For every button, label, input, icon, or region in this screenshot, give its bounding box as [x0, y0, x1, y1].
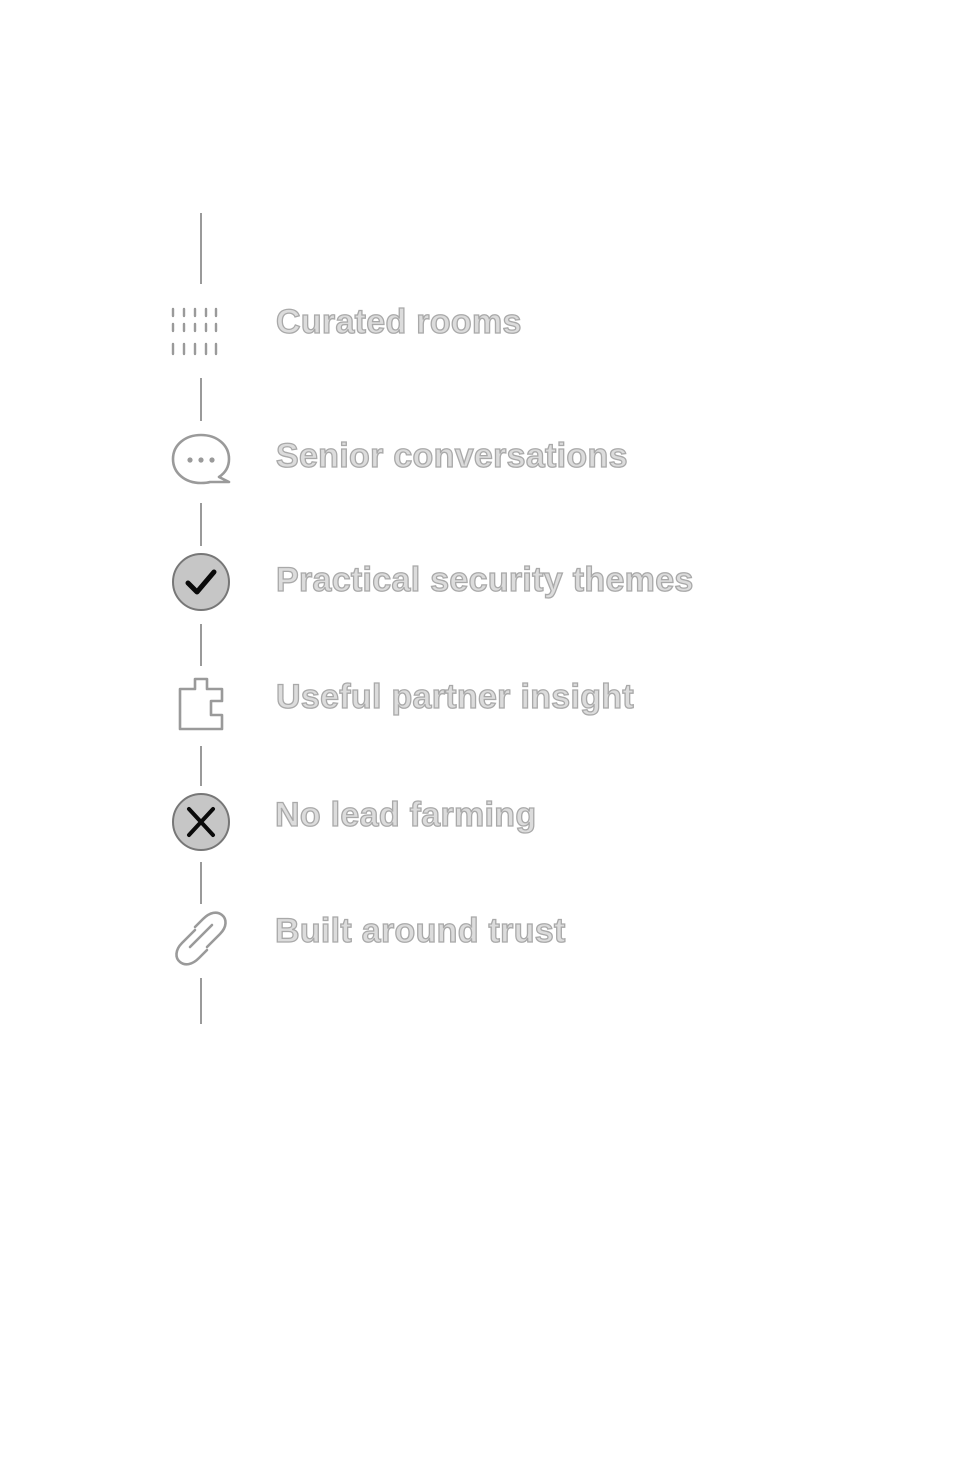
link-icon: [175, 911, 227, 966]
chat-bubble-icon: [171, 433, 231, 485]
feature-label-built-around-trust: Built around trust: [274, 912, 566, 950]
grid-dots-icon: [171, 307, 218, 356]
feature-label-practical-security-themes: Practical security themes: [275, 561, 694, 599]
puzzle-piece-icon: [178, 677, 224, 731]
feature-label-no-lead-farming: No lead farming: [274, 796, 537, 834]
x-circle-icon: [172, 793, 230, 851]
checkmark-circle-icon: [172, 553, 230, 611]
feature-label-senior-conversations: Senior conversations: [275, 437, 628, 475]
feature-label-useful-partner-insight: Useful partner insight: [275, 678, 634, 716]
feature-label-curated-rooms: Curated rooms: [275, 303, 522, 341]
